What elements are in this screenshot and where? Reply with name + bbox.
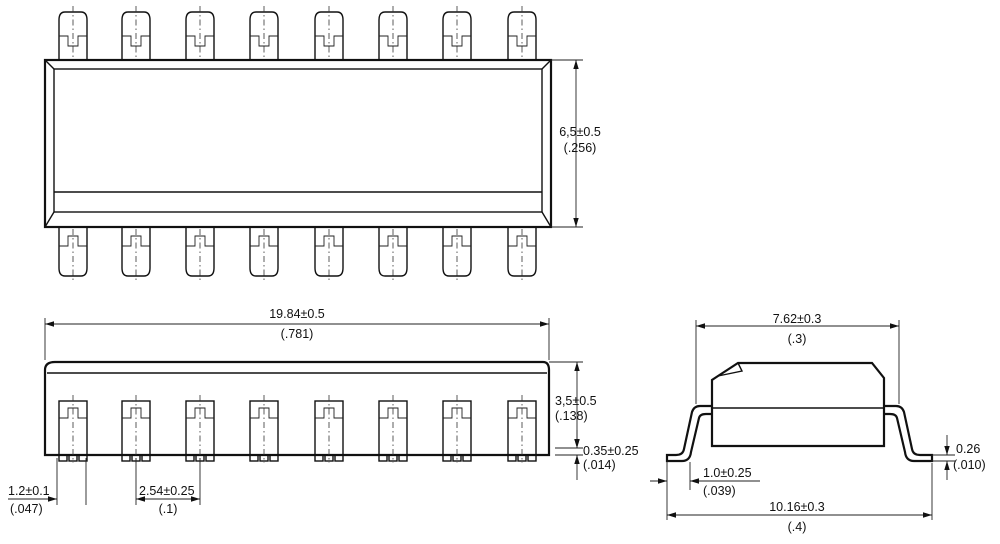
pin-top-lower-2 bbox=[121, 227, 151, 282]
pin-top-lower-7 bbox=[442, 227, 472, 282]
lead-foot-inch-label: (.039) bbox=[703, 484, 736, 498]
body-height-label: 3,5±0.5 bbox=[555, 394, 597, 408]
pin-top-upper-6 bbox=[378, 6, 408, 60]
lead-foot-label: 1.0±0.25 bbox=[703, 466, 752, 480]
side-view: 19.84±0.5 (.781) 3,5±0.5 (.138) 0.35±0.2… bbox=[8, 307, 639, 516]
pin-top-upper-5 bbox=[314, 6, 344, 60]
pin-side-5 bbox=[314, 395, 344, 463]
row-spacing-label: 7.62±0.3 bbox=[773, 312, 822, 326]
row-spacing-inch-label: (.3) bbox=[788, 332, 807, 346]
overall-width-label: 10.16±0.3 bbox=[769, 500, 825, 514]
pin-width-inch-label: (.047) bbox=[10, 502, 43, 516]
pin-top-lower-3 bbox=[185, 227, 215, 282]
body-length-label: 19.84±0.5 bbox=[269, 307, 325, 321]
body-height-dimension: 3,5±0.5 (.138) bbox=[549, 361, 597, 449]
pin-top-lower-1 bbox=[58, 227, 88, 282]
lead-foot-dimension: 1.0±0.25 (.039) bbox=[650, 461, 760, 520]
pin-top-lower-5 bbox=[314, 227, 344, 282]
pin-side-3 bbox=[185, 395, 215, 463]
package-width-label: 6,5±0.5 bbox=[559, 125, 601, 139]
pin-side-6 bbox=[378, 395, 408, 463]
pin-top-upper-3 bbox=[185, 6, 215, 60]
package-width-dimension: 6,5±0.5 (.256) bbox=[551, 59, 601, 228]
pin-side-1 bbox=[58, 395, 88, 463]
row-spacing-dimension: 7.62±0.3 (.3) bbox=[695, 312, 900, 404]
lead-thickness-inch-label: (.010) bbox=[953, 458, 986, 472]
pin-top-lower-4 bbox=[249, 227, 279, 282]
pin-pitch-inch-label: (.1) bbox=[159, 502, 178, 516]
pin-top-lower-8 bbox=[507, 227, 537, 282]
lead-thickness-dimension: 0.26 (.010) bbox=[932, 435, 986, 480]
end-view-body bbox=[665, 361, 934, 463]
pin-top-lower-6 bbox=[378, 227, 408, 282]
body-length-dimension: 19.84±0.5 (.781) bbox=[44, 307, 550, 360]
pin-side-2 bbox=[121, 395, 151, 463]
standoff-dimension: 0.35±0.25 (.014) bbox=[555, 430, 639, 480]
top-pins-upper bbox=[58, 6, 537, 60]
end-view: 7.62±0.3 (.3) 0.26 (.010) 1.0±0.25 (.039… bbox=[650, 312, 986, 534]
pin-top-upper-7 bbox=[442, 6, 472, 60]
side-pins bbox=[58, 395, 537, 463]
pin-top-upper-4 bbox=[249, 6, 279, 60]
package-width-inch-label: (.256) bbox=[564, 141, 597, 155]
pin-side-4 bbox=[249, 395, 279, 463]
body-height-inch-label: (.138) bbox=[555, 409, 588, 423]
pin-side-7 bbox=[442, 395, 472, 463]
pin-pitch-label: 2.54±0.25 bbox=[139, 484, 195, 498]
lead-thickness-label: 0.26 bbox=[956, 442, 980, 456]
top-view-body bbox=[43, 58, 553, 229]
pin-pitch-dimension: 2.54±0.25 (.1) bbox=[135, 458, 201, 516]
pin-width-label: 1.2±0.1 bbox=[8, 484, 50, 498]
standoff-inch-label: (.014) bbox=[583, 458, 616, 472]
standoff-label: 0.35±0.25 bbox=[583, 444, 639, 458]
pin-top-upper-1 bbox=[58, 6, 88, 60]
overall-width-inch-label: (.4) bbox=[788, 520, 807, 534]
pin-width-dimension: 1.2±0.1 (.047) bbox=[8, 458, 87, 516]
pin-side-8 bbox=[507, 395, 537, 463]
body-length-inch-label: (.781) bbox=[281, 327, 314, 341]
top-pins-lower bbox=[58, 227, 537, 282]
pin-top-upper-2 bbox=[121, 6, 151, 60]
overall-width-dimension: 10.16±0.3 (.4) bbox=[667, 463, 933, 534]
side-view-body bbox=[43, 360, 551, 457]
pin-top-upper-8 bbox=[507, 6, 537, 60]
top-view: 6,5±0.5 (.256) bbox=[43, 6, 601, 282]
